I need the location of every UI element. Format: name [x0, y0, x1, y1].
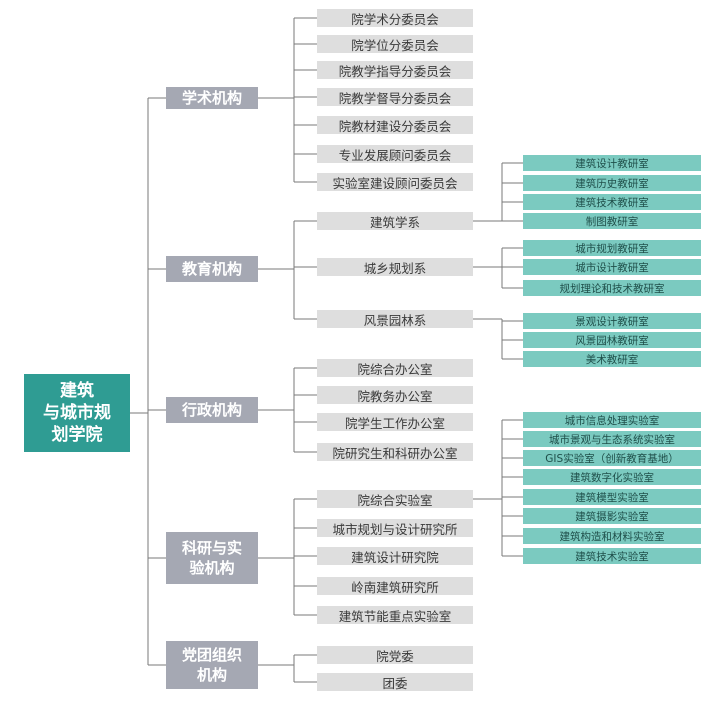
- branch-node-3: 科研与实验机构: [166, 532, 258, 584]
- sub-unit-node-1-0-3-label: 制图教研室: [585, 215, 639, 228]
- unit-node-2-1: 院教务办公室: [317, 386, 473, 404]
- sub-unit-node-3-0-6: 建筑构造和材料实验室: [523, 528, 701, 544]
- sub-unit-node-1-2-2: 美术教研室: [523, 351, 701, 367]
- unit-node-4-1: 团委: [317, 673, 473, 691]
- sub-unit-node-1-1-1: 城市设计教研室: [523, 259, 701, 275]
- sub-unit-node-3-0-4: 建筑模型实验室: [523, 489, 701, 505]
- sub-unit-node-1-0-0: 建筑设计教研室: [523, 155, 701, 171]
- sub-unit-node-1-2-0: 景观设计教研室: [523, 313, 701, 329]
- unit-node-2-2-label: 院学生工作办公室: [344, 415, 445, 431]
- unit-node-0-2: 院教学指导分委员会: [317, 61, 473, 79]
- unit-node-0-4-label: 院教材建设分委员会: [338, 118, 452, 134]
- sub-unit-node-1-0-2: 建筑技术教研室: [523, 194, 701, 210]
- unit-node-4-1-label: 团委: [382, 675, 408, 691]
- sub-unit-node-1-0-1-label: 建筑历史教研室: [575, 177, 649, 190]
- unit-node-2-1-label: 院教务办公室: [357, 388, 433, 404]
- unit-node-0-4: 院教材建设分委员会: [317, 116, 473, 134]
- unit-node-3-2-label: 建筑设计研究院: [351, 549, 439, 565]
- unit-node-3-4: 建筑节能重点实验室: [317, 606, 473, 624]
- unit-node-2-2: 院学生工作办公室: [317, 413, 473, 431]
- branch-node-4: 党团组织机构: [166, 641, 258, 689]
- sub-unit-node-1-2-1: 风景园林教研室: [523, 332, 701, 348]
- branch-node-3-label: 科研与实验机构: [181, 539, 242, 577]
- sub-unit-node-1-0-0-label: 建筑设计教研室: [575, 157, 649, 170]
- unit-node-3-4-label: 建筑节能重点实验室: [338, 608, 452, 624]
- unit-node-0-0-label: 院学术分委员会: [351, 11, 439, 27]
- unit-node-0-0: 院学术分委员会: [317, 9, 473, 27]
- sub-unit-node-3-0-0: 城市信息处理实验室: [523, 412, 701, 428]
- unit-node-0-5: 专业发展顾问委员会: [317, 145, 473, 163]
- unit-node-0-6-label: 实验室建设顾问委员会: [332, 175, 458, 191]
- unit-node-3-1-label: 城市规划与设计研究所: [332, 521, 458, 537]
- sub-unit-node-1-0-2-label: 建筑技术教研室: [575, 196, 649, 209]
- branch-node-4-label: 党团组织机构: [181, 646, 242, 684]
- unit-node-2-0: 院综合办公室: [317, 359, 473, 377]
- branch-node-2: 行政机构: [166, 397, 258, 423]
- unit-node-2-3-label: 院研究生和科研办公室: [332, 445, 458, 461]
- unit-node-4-0-label: 院党委: [376, 648, 414, 664]
- unit-node-3-2: 建筑设计研究院: [317, 547, 473, 565]
- sub-unit-node-1-0-1: 建筑历史教研室: [523, 175, 701, 191]
- sub-unit-node-3-0-4-label: 建筑模型实验室: [575, 491, 649, 504]
- unit-node-2-3: 院研究生和科研办公室: [317, 443, 473, 461]
- unit-node-1-1: 城乡规划系: [317, 258, 473, 276]
- sub-unit-node-1-0-3: 制图教研室: [523, 213, 701, 229]
- sub-unit-node-3-0-5-label: 建筑摄影实验室: [575, 510, 649, 523]
- sub-unit-node-3-0-5: 建筑摄影实验室: [523, 508, 701, 524]
- sub-unit-node-3-0-1-label: 城市景观与生态系统实验室: [549, 433, 675, 446]
- unit-node-0-3-label: 院教学督导分委员会: [338, 90, 452, 106]
- sub-unit-node-1-2-2-label: 美术教研室: [585, 353, 639, 366]
- unit-node-1-2: 风景园林系: [317, 310, 473, 328]
- unit-node-1-1-label: 城乡规划系: [363, 260, 427, 276]
- sub-unit-node-3-0-6-label: 建筑构造和材料实验室: [559, 530, 665, 543]
- sub-unit-node-1-1-0-label: 城市规划教研室: [575, 242, 649, 255]
- sub-unit-node-3-0-2: GIS实验室（创新教育基地）: [523, 450, 701, 466]
- unit-node-0-1: 院学位分委员会: [317, 35, 473, 53]
- unit-node-3-0-label: 院综合实验室: [357, 492, 433, 508]
- unit-node-1-0: 建筑学系: [317, 212, 473, 230]
- branch-node-1-label: 教育机构: [181, 260, 242, 278]
- sub-unit-node-3-0-7-label: 建筑技术实验室: [575, 550, 649, 563]
- unit-node-3-1: 城市规划与设计研究所: [317, 519, 473, 537]
- sub-unit-node-3-0-3: 建筑数字化实验室: [523, 469, 701, 485]
- unit-node-0-6: 实验室建设顾问委员会: [317, 173, 473, 191]
- sub-unit-node-1-1-2-label: 规划理论和技术教研室: [559, 282, 665, 295]
- unit-node-3-0: 院综合实验室: [317, 490, 473, 508]
- unit-node-1-0-label: 建筑学系: [369, 214, 420, 230]
- sub-unit-node-3-0-1: 城市景观与生态系统实验室: [523, 431, 701, 447]
- branch-node-0-label: 学术机构: [181, 89, 242, 107]
- sub-unit-node-1-1-2: 规划理论和技术教研室: [523, 280, 701, 296]
- branch-node-0: 学术机构: [166, 87, 258, 109]
- unit-node-1-2-label: 风景园林系: [363, 312, 427, 328]
- sub-unit-node-3-0-0-label: 城市信息处理实验室: [564, 414, 660, 427]
- unit-node-2-0-label: 院综合办公室: [357, 361, 433, 377]
- unit-node-4-0: 院党委: [317, 646, 473, 664]
- sub-unit-node-1-1-1-label: 城市设计教研室: [575, 261, 649, 274]
- sub-unit-node-3-0-7: 建筑技术实验室: [523, 548, 701, 564]
- branch-node-1: 教育机构: [166, 256, 258, 282]
- sub-unit-node-1-2-1-label: 风景园林教研室: [575, 334, 649, 347]
- unit-node-0-2-label: 院教学指导分委员会: [338, 63, 452, 79]
- root-node: 建筑与城市规划学院: [24, 374, 130, 452]
- sub-unit-node-1-1-0: 城市规划教研室: [523, 240, 701, 256]
- unit-node-0-1-label: 院学位分委员会: [351, 37, 439, 53]
- sub-unit-node-3-0-3-label: 建筑数字化实验室: [570, 471, 654, 484]
- sub-unit-node-3-0-2-label: GIS实验室（创新教育基地）: [545, 452, 679, 465]
- branch-node-2-label: 行政机构: [181, 401, 242, 419]
- unit-node-3-3: 岭南建筑研究所: [317, 577, 473, 595]
- sub-unit-node-1-2-0-label: 景观设计教研室: [575, 315, 649, 328]
- unit-node-0-5-label: 专业发展顾问委员会: [338, 147, 452, 163]
- root-node-label: 建筑与城市规划学院: [43, 381, 111, 445]
- unit-node-0-3: 院教学督导分委员会: [317, 88, 473, 106]
- unit-node-3-3-label: 岭南建筑研究所: [351, 579, 439, 595]
